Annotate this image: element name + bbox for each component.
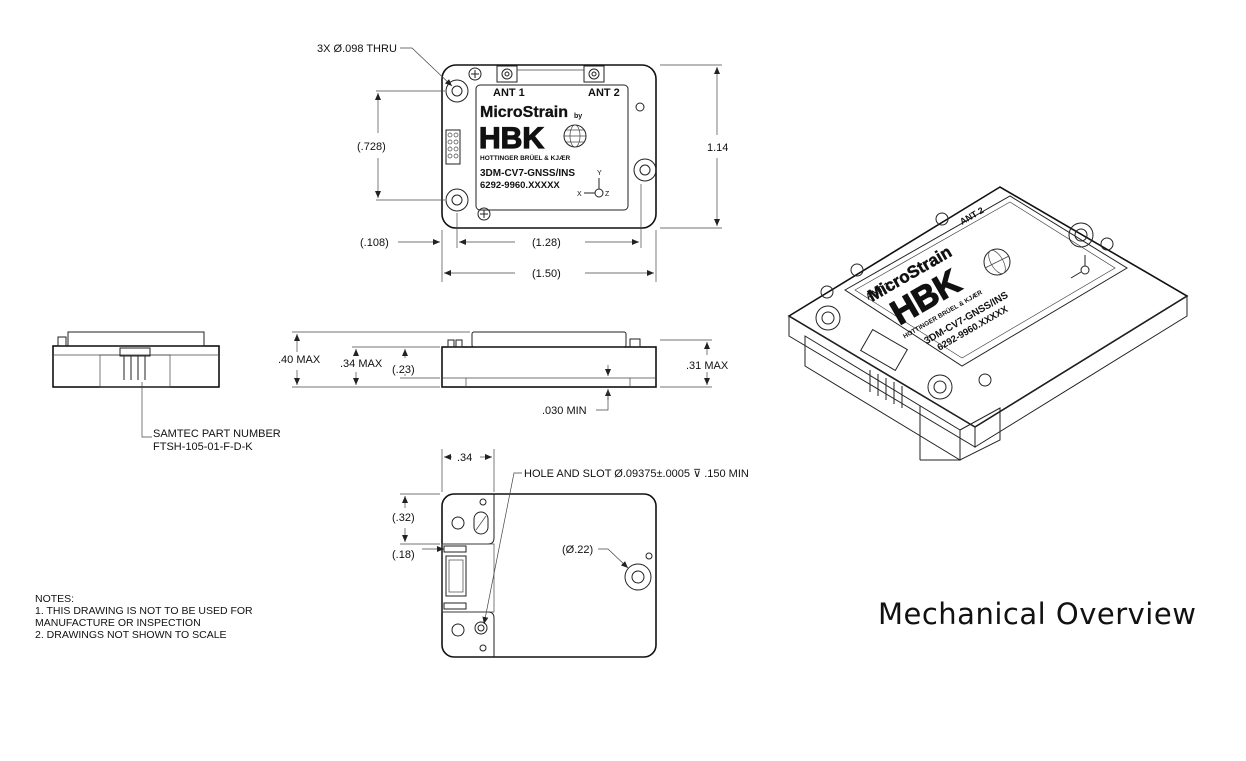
dim-max-total: .40 MAX xyxy=(278,354,321,366)
svg-text:X: X xyxy=(577,191,582,198)
globe-icon xyxy=(563,124,587,148)
page-title: Mechanical Overview xyxy=(878,597,1197,631)
dim-height-inner: (.728) xyxy=(357,141,386,153)
dim-right: .31 MAX xyxy=(686,360,729,372)
svg-text:Y: Y xyxy=(597,170,602,177)
iso-label-plate xyxy=(844,195,1128,367)
label-company: HOTTINGER BRÜEL & KJÆR xyxy=(480,153,570,162)
notes-line2: MANUFACTURE OR INSPECTION xyxy=(35,617,201,629)
dim-bottom-width: .34 xyxy=(457,452,472,464)
samtec-line1: SAMTEC PART NUMBER xyxy=(153,428,281,440)
dim-width: (1.50) xyxy=(532,268,561,280)
label-part: 6292-9960.XXXXX xyxy=(480,180,560,191)
dim-inner: (.23) xyxy=(392,364,415,376)
led-indicator xyxy=(635,102,645,112)
hole-callout: 3X Ø.098 THRU xyxy=(317,43,397,55)
label-logo: HBK xyxy=(479,122,544,155)
left-side-view xyxy=(52,331,220,438)
dim-edge: (.108) xyxy=(360,237,389,249)
pin-header xyxy=(445,129,461,165)
iso-axis-icon xyxy=(1070,255,1090,279)
side-body xyxy=(52,345,220,388)
dim-height: 1.14 xyxy=(707,142,728,154)
dim-32: (.32) xyxy=(392,512,415,524)
ant1-label: ANT 1 xyxy=(493,87,525,99)
top-view-outline xyxy=(441,64,657,229)
dim-inner-width: (1.28) xyxy=(532,237,561,249)
dim-max-body: .34 MAX xyxy=(340,358,383,370)
bottom-view: .34 HOLE AND SLOT Ø.09375±.0005 ⊽ .150 M… xyxy=(392,449,749,658)
notes-line3: 2. DRAWINGS NOT SHOWN TO SCALE xyxy=(35,629,227,641)
front-side-view: .40 MAX .34 MAX (.23) .31 MAX .030 MIN xyxy=(278,331,729,417)
ant2-label: ANT 2 xyxy=(588,87,620,99)
iso-pin-header xyxy=(859,328,909,408)
iso-globe-icon xyxy=(983,248,1011,276)
bottom-connector xyxy=(443,545,467,610)
samtec-callout: SAMTEC PART NUMBER FTSH-105-01-F-D-K xyxy=(153,428,281,454)
dim-min: .030 MIN xyxy=(542,405,587,417)
hole-slot-callout: HOLE AND SLOT Ø.09375±.0005 ⊽ .150 MIN xyxy=(524,468,749,480)
mounting-hole-top-left xyxy=(445,79,469,103)
notes-line1: 1. THIS DRAWING IS NOT TO BE USED FOR xyxy=(35,605,253,617)
screw-top-left xyxy=(468,67,482,81)
top-view: ANT 1 ANT 2 MicroStrain xyxy=(317,43,728,282)
mounting-boss xyxy=(624,563,652,591)
antenna-connector-1 xyxy=(496,65,518,83)
samtec-connector xyxy=(123,356,146,380)
locating-hole-bottom xyxy=(451,623,465,637)
mounting-hole-right xyxy=(633,158,657,182)
top-view-label-plate xyxy=(475,84,629,211)
drawing-notes: NOTES: 1. THIS DRAWING IS NOT TO BE USED… xyxy=(35,593,253,641)
label-brand: MicroStrain xyxy=(480,104,568,121)
svg-text:Z: Z xyxy=(605,191,610,198)
dim-22: (Ø.22) xyxy=(562,544,593,556)
dim-18: (.18) xyxy=(392,549,415,561)
antenna-connector-2 xyxy=(583,65,605,83)
axis-indicator-icon: Y X Z xyxy=(577,170,610,198)
front-body xyxy=(441,346,657,388)
samtec-line2: FTSH-105-01-F-D-K xyxy=(153,441,253,453)
notes-heading: NOTES: xyxy=(35,593,75,605)
label-model: 3DM-CV7-GNSS/INS xyxy=(480,168,575,179)
locating-slot xyxy=(473,511,489,535)
label-by: by xyxy=(574,113,582,120)
screw-bottom-left xyxy=(477,207,491,221)
isometric-view: ANT 1 ANT 2 MicroStrain HBK HOTTINGER BR… xyxy=(787,186,1189,461)
locating-hole-top xyxy=(451,516,465,530)
mounting-hole-bottom-left xyxy=(445,188,469,212)
